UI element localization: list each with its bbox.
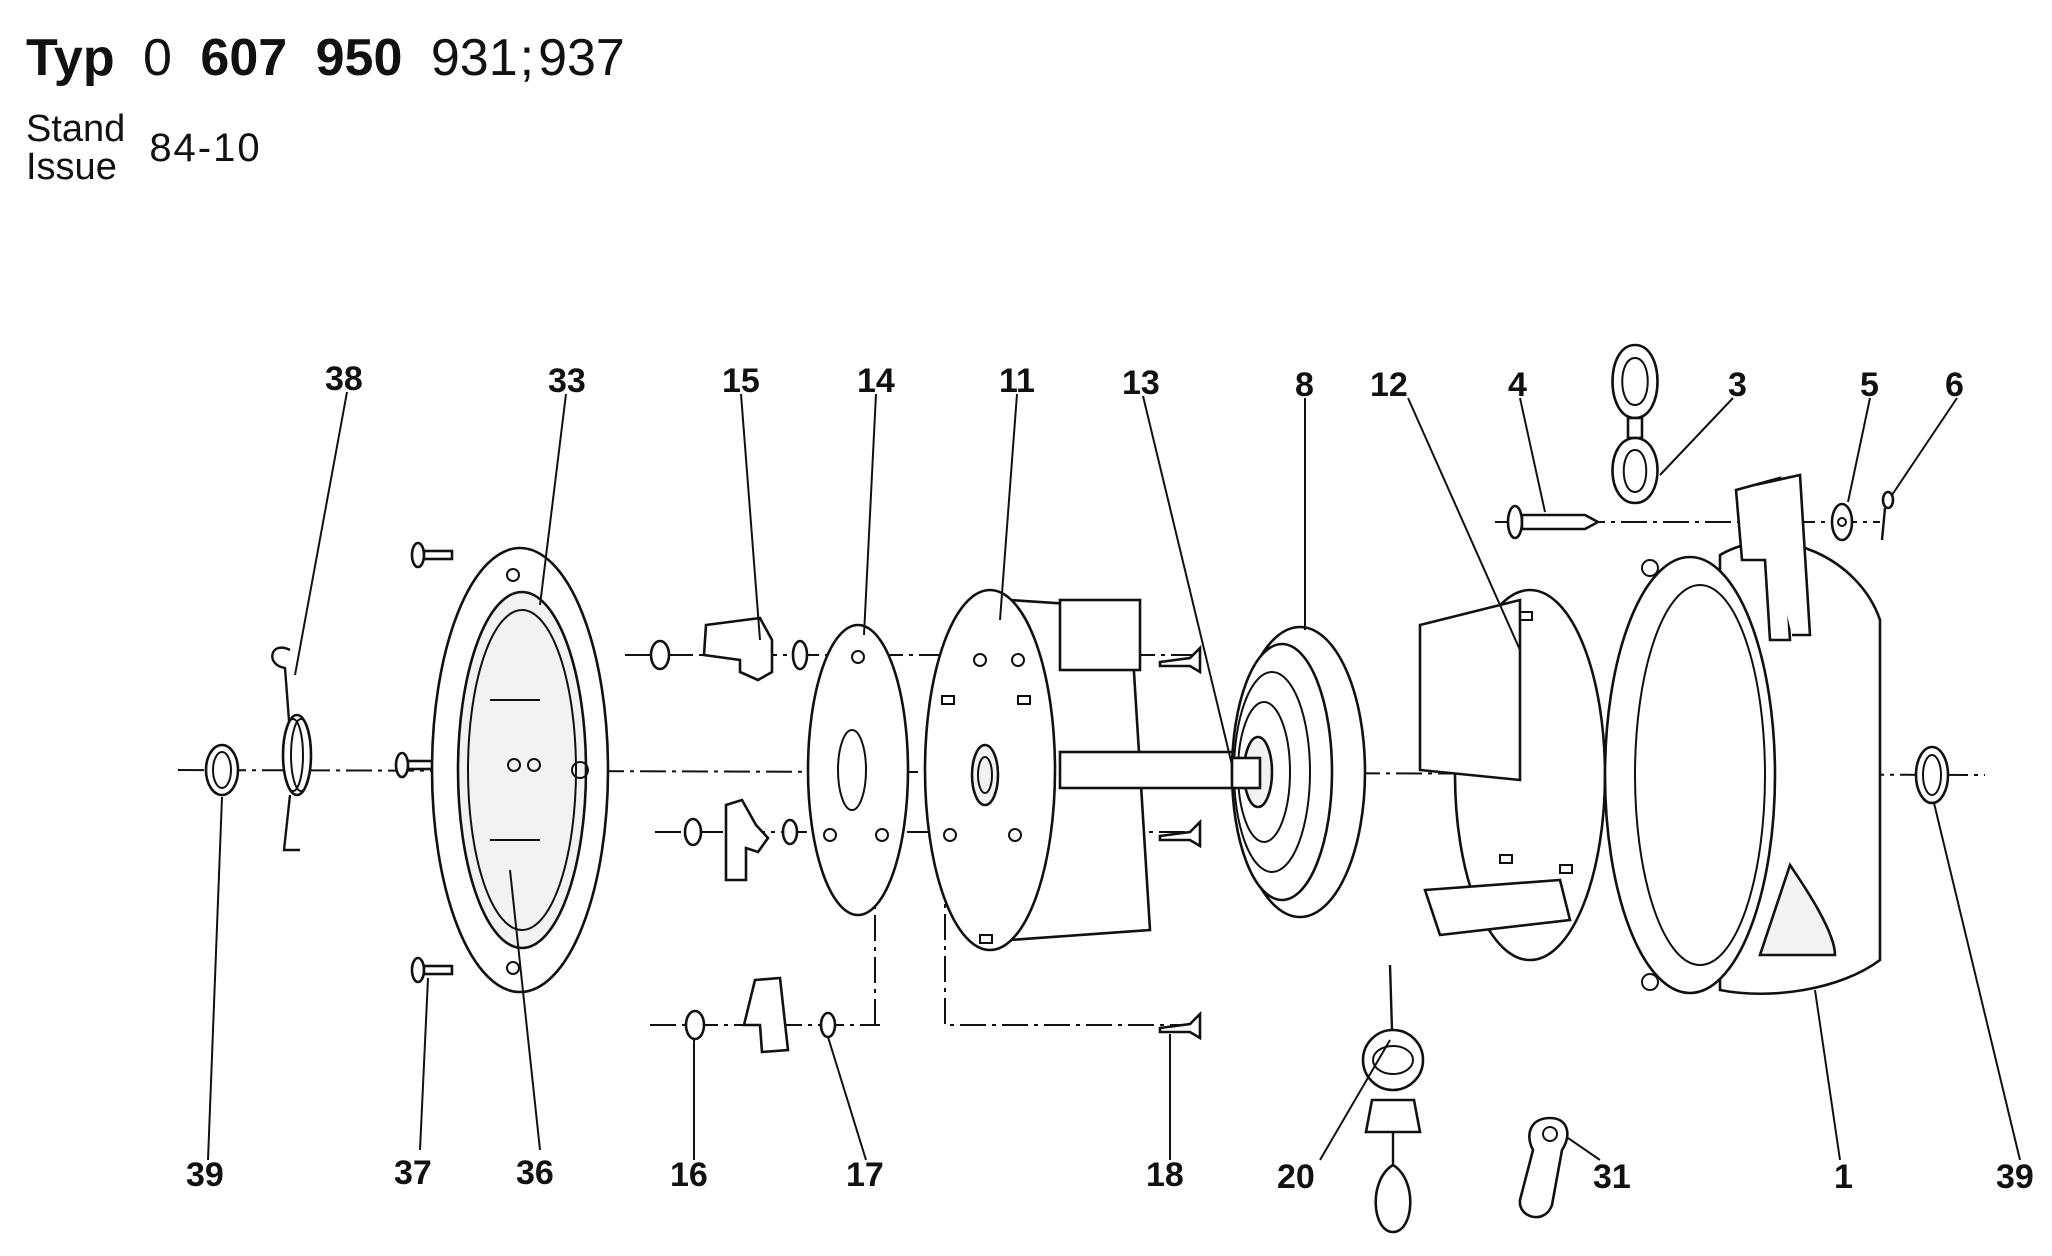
stand-label: Stand bbox=[26, 108, 126, 150]
part-12-housing bbox=[1418, 588, 1607, 962]
label-13: 13 bbox=[1122, 364, 1160, 402]
part-37-screws bbox=[394, 541, 454, 984]
label-14: 14 bbox=[857, 362, 895, 400]
part-31-snap-hook bbox=[1518, 1116, 1569, 1219]
issue-label: Issue bbox=[26, 146, 117, 188]
type-code-part-a: 0 bbox=[143, 29, 172, 87]
label-38: 38 bbox=[325, 360, 363, 398]
label-8: 8 bbox=[1295, 366, 1314, 404]
part-5-washer bbox=[1830, 502, 1854, 542]
type-number-line: Typ 0 607 950 931;937 bbox=[26, 24, 639, 92]
label-15: 15 bbox=[722, 362, 760, 400]
type-code-part-c: 950 bbox=[315, 29, 403, 87]
type-code-part-d: 931 bbox=[430, 29, 518, 87]
part-33-flange-plate bbox=[430, 546, 610, 994]
label-31: 31 bbox=[1593, 1158, 1631, 1196]
label-6: 6 bbox=[1945, 366, 1964, 404]
part-8-spool bbox=[1230, 625, 1367, 919]
issue-value: 84-10 bbox=[149, 125, 262, 170]
part-14-plate bbox=[806, 623, 910, 917]
part-11-drum bbox=[923, 588, 1252, 952]
label-17: 17 bbox=[846, 1156, 884, 1194]
type-code-part-e: 937 bbox=[538, 29, 625, 87]
type-code-separator: ; bbox=[519, 29, 535, 87]
label-1: 1 bbox=[1834, 1158, 1853, 1196]
typ-label: Typ bbox=[26, 29, 115, 87]
label-39-right: 39 bbox=[1996, 1158, 2034, 1196]
part-39-right-ring bbox=[1914, 745, 1950, 805]
label-5: 5 bbox=[1860, 366, 1879, 404]
label-3: 3 bbox=[1728, 366, 1747, 404]
label-37: 37 bbox=[394, 1154, 432, 1192]
part-18-screws bbox=[1158, 644, 1202, 1041]
label-36: 36 bbox=[516, 1154, 554, 1192]
label-12: 12 bbox=[1370, 366, 1408, 404]
label-11: 11 bbox=[999, 362, 1035, 400]
label-33: 33 bbox=[548, 362, 586, 400]
part-3-swivel bbox=[1611, 343, 1659, 505]
label-39-left: 39 bbox=[186, 1156, 224, 1194]
label-4: 4 bbox=[1508, 366, 1527, 404]
part-39-left-ring bbox=[204, 743, 240, 797]
label-20: 20 bbox=[1277, 1158, 1315, 1196]
part-6-split-pin bbox=[1880, 490, 1895, 541]
issue-block: Stand Issue 84-10 bbox=[26, 110, 262, 186]
label-18: 18 bbox=[1146, 1156, 1184, 1194]
issue-labels: Stand Issue bbox=[26, 110, 125, 186]
drawing-header: Typ 0 607 950 931;937 bbox=[26, 24, 639, 92]
part-15-bracket bbox=[649, 616, 837, 1054]
label-16: 16 bbox=[670, 1156, 708, 1194]
part-4-pin bbox=[1506, 504, 1601, 540]
type-code-part-b: 607 bbox=[200, 29, 288, 87]
part-20-pendant bbox=[1361, 964, 1425, 1234]
part-38-spring bbox=[271, 646, 313, 852]
leader-lines bbox=[207, 391, 2021, 1161]
part-1-main-housing bbox=[1603, 473, 1882, 995]
